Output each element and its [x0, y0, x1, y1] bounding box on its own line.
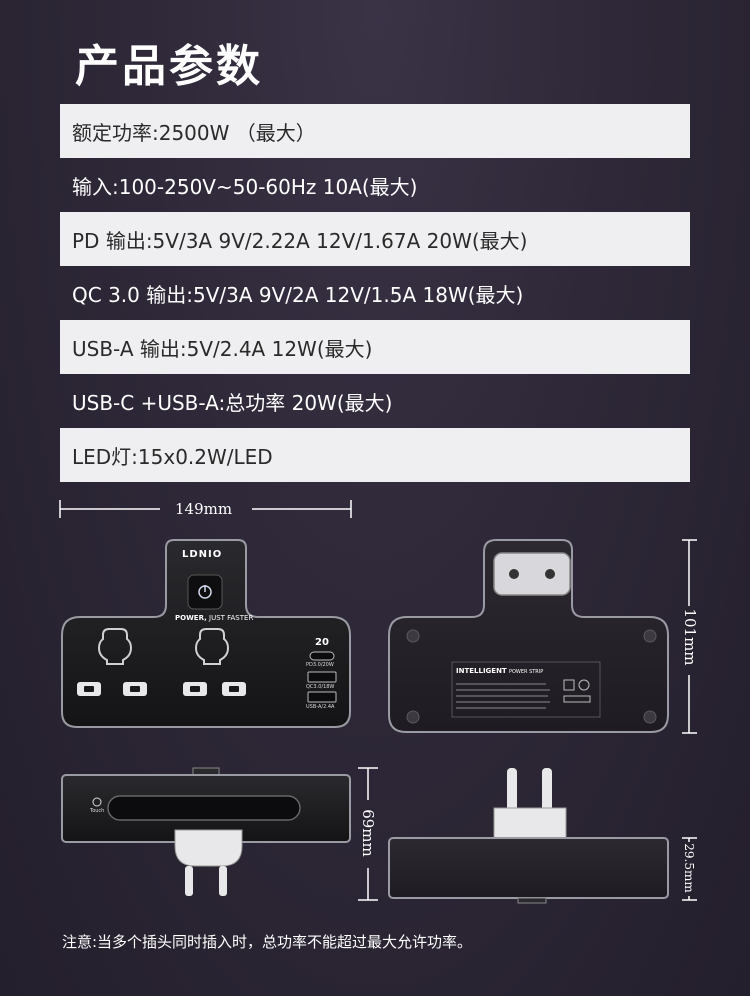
pd-wattage-badge: 20 [315, 637, 329, 648]
height-dimension-label: 101mm [681, 608, 699, 666]
width-dimension-line [59, 500, 352, 518]
spec-text: PD 输出:5V/3A 9V/2.22A 12V/1.67A 20W(最大) [72, 228, 528, 253]
usba-port-label: USB-A/2.4A [306, 704, 335, 710]
page-title: 产品参数 [75, 41, 263, 92]
back-label-main: INTELLIGENT [456, 667, 507, 675]
spec-row-rated-power: 额定功率:2500W （最大） [60, 104, 690, 158]
device-front-view [61, 539, 351, 728]
spec-row-usba-output: USB-A 输出:5V/2.4A 12W(最大) [60, 320, 690, 374]
depth-dimension-line [358, 767, 378, 901]
spec-row-total-power: USB-C +USB-A:总功率 20W(最大) [60, 374, 690, 428]
back-label-sub: POWER STRIP [508, 669, 544, 675]
spec-text: 输入:100-250V~50-60Hz 10A(最大) [72, 174, 418, 199]
touch-label: Touch [90, 808, 105, 814]
device-side-view-front [61, 767, 351, 896]
spec-text: USB-C +USB-A:总功率 20W(最大) [72, 390, 393, 415]
device-side-view-profile [388, 768, 669, 904]
height-dimension-line [682, 539, 697, 734]
back-label-title: INTELLIGENT POWER STRIP [456, 667, 543, 675]
slogan-sub: JUST FASTER [209, 614, 254, 622]
spec-row-pd-output: PD 输出:5V/3A 9V/2.22A 12V/1.67A 20W(最大) [60, 212, 690, 266]
spec-row-qc-output: QC 3.0 输出:5V/3A 9V/2A 12V/1.5A 18W(最大) [60, 266, 690, 320]
spec-text: USB-A 输出:5V/2.4A 12W(最大) [72, 336, 373, 361]
slogan: POWER, JUST FASTER [175, 614, 253, 622]
footnote: 注意:当多个插头同时插入时，总功率不能超过最大允许功率。 [62, 933, 473, 951]
spec-text: 额定功率:2500W （最大） [72, 120, 316, 145]
spec-row-input: 输入:100-250V~50-60Hz 10A(最大) [60, 158, 690, 212]
spec-text: QC 3.0 输出:5V/3A 9V/2A 12V/1.5A 18W(最大) [72, 282, 524, 307]
slogan-main: POWER, [175, 614, 207, 622]
device-back-view [388, 539, 669, 733]
brand-logo: LDNIO [182, 549, 223, 560]
depth-dimension-label: 69mm [359, 809, 377, 857]
spec-row-led: LED灯:15x0.2W/LED [60, 428, 690, 482]
thickness-dimension-line [682, 837, 697, 901]
width-dimension-label: 149mm [175, 500, 233, 518]
thickness-dimension-label: 29.5mm [682, 843, 696, 893]
spec-text: LED灯:15x0.2W/LED [72, 444, 273, 469]
qc-port-label: QC3.0/18W [306, 684, 335, 690]
pd-port-label: PD3.0/20W [306, 662, 334, 668]
